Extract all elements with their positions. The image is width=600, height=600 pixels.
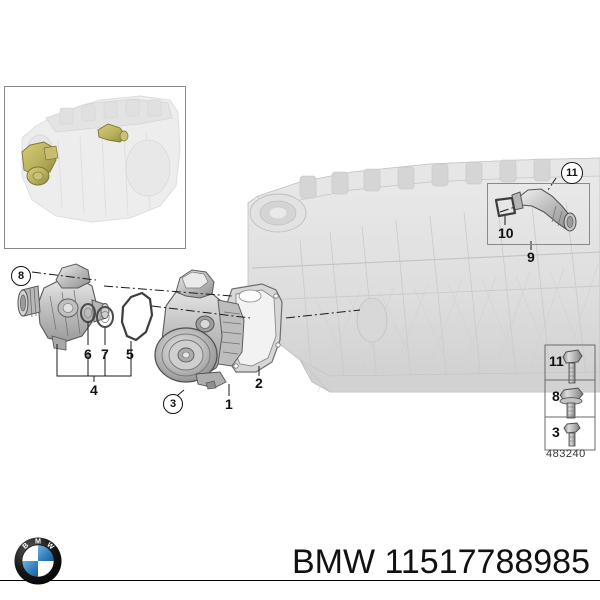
water-pump-illustration xyxy=(154,269,245,390)
engine-block-illustration xyxy=(247,157,600,393)
diagram-canvas: 8 6 7 5 4 3 1 2 10 9 11 11 8 3 483240 xyxy=(4,86,600,460)
diagram-id: 483240 xyxy=(546,448,586,460)
leader-lines xyxy=(56,214,532,396)
callout-8[interactable]: 8 xyxy=(11,266,31,286)
callout-9[interactable]: 9 xyxy=(527,249,535,265)
footer-bar xyxy=(0,520,600,600)
bolt-legend-illustration xyxy=(544,344,596,451)
svg-text:W: W xyxy=(45,540,56,551)
footer-divider xyxy=(0,580,600,581)
svg-text:M: M xyxy=(35,537,41,546)
coolant-pipe-detail-inset-frame xyxy=(487,183,590,245)
o-ring-medium-illustration xyxy=(96,306,114,328)
callout-6[interactable]: 6 xyxy=(84,346,92,362)
callout-10[interactable]: 10 xyxy=(498,225,514,241)
callout-4[interactable]: 4 xyxy=(90,382,98,398)
engine-overview-illustration xyxy=(21,95,181,223)
engine-overview-inset-frame xyxy=(4,86,186,249)
bolt-row-label-11: 11 xyxy=(549,353,564,369)
thermostat-housing-illustration xyxy=(17,263,110,351)
part-number-text: BMW 11517788985 xyxy=(292,543,590,582)
profile-gasket-large-illustration xyxy=(120,291,154,342)
callout-2[interactable]: 2 xyxy=(255,375,263,391)
brand-text: BMW xyxy=(291,543,376,581)
highlight-coolant-pipe xyxy=(97,123,129,143)
bolt-row-label-8: 8 xyxy=(552,388,560,404)
callout-3[interactable]: 3 xyxy=(163,394,183,414)
highlight-pump-cluster xyxy=(21,141,59,186)
bolt-row-label-3: 3 xyxy=(552,424,560,440)
bmw-roundel-logo: B M W xyxy=(14,537,62,585)
part-number-value: 11517788985 xyxy=(384,543,590,581)
diagram-artwork xyxy=(17,95,600,451)
callout-1[interactable]: 1 xyxy=(225,396,233,412)
callout-5[interactable]: 5 xyxy=(126,346,134,362)
coolant-pipe-detail-illustration xyxy=(494,188,577,232)
callout-11[interactable]: 11 xyxy=(561,162,583,184)
svg-text:B: B xyxy=(20,541,30,551)
callout-7[interactable]: 7 xyxy=(101,346,109,362)
